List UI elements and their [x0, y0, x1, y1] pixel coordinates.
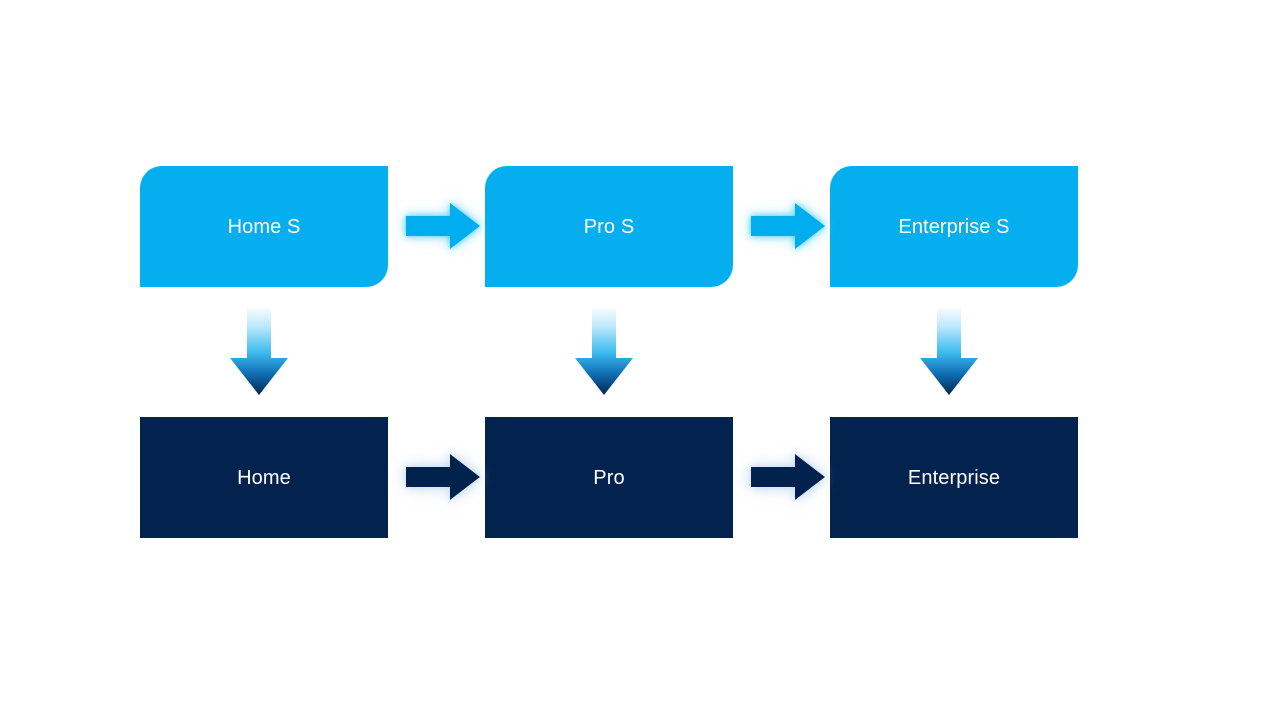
node-home-label: Home — [237, 466, 291, 489]
node-pro[interactable]: Pro — [485, 417, 733, 538]
node-pro-s-label: Pro S — [583, 215, 635, 238]
node-enterprise[interactable]: Enterprise — [830, 417, 1078, 538]
arrow-pro-to-enterprise-icon — [751, 453, 825, 501]
arrow-home-to-pro-icon — [406, 453, 480, 501]
arrow-home-s-to-pro-s-icon — [406, 202, 480, 250]
node-enterprise-s-label: Enterprise S — [898, 215, 1010, 238]
node-home-s[interactable]: Home S — [140, 166, 388, 287]
node-enterprise-s[interactable]: Enterprise S — [830, 166, 1078, 287]
node-home-s-label: Home S — [227, 215, 301, 238]
arrow-pro-s-to-enterprise-s-icon — [751, 202, 825, 250]
node-home[interactable]: Home — [140, 417, 388, 538]
node-enterprise-label: Enterprise — [907, 466, 1001, 489]
node-pro-label: Pro — [593, 466, 625, 489]
arrow-pro-s-to-pro-icon — [573, 306, 635, 396]
node-pro-s[interactable]: Pro S — [485, 166, 733, 287]
arrow-enterprise-s-to-enterprise-icon — [918, 306, 980, 396]
arrow-home-s-to-home-icon — [228, 306, 290, 396]
